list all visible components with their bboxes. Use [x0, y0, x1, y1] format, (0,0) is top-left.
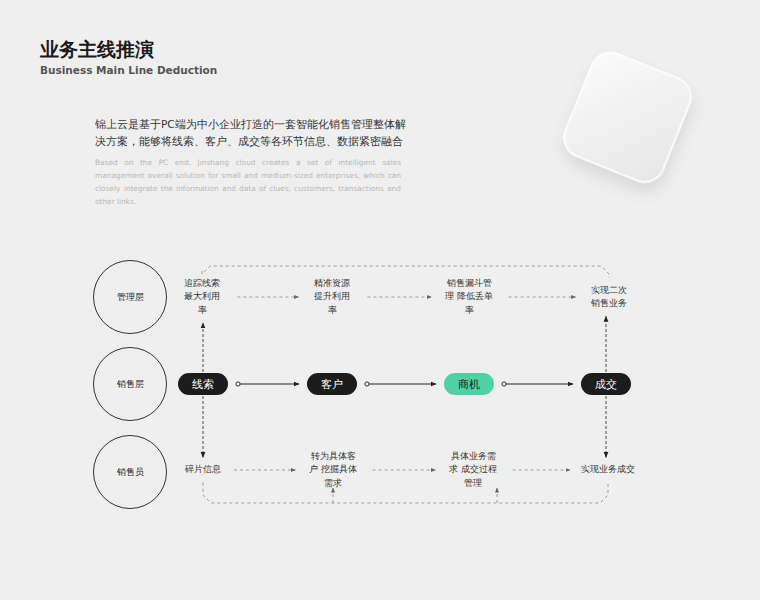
loop-connector — [202, 266, 609, 278]
subtitle: Business Main Line Deduction — [40, 64, 217, 78]
flow-arrow — [504, 384, 573, 385]
node-label: 销售员 — [117, 466, 144, 479]
task-text: 实现业务成交 — [578, 461, 638, 478]
node-text-group: 销售员 — [117, 466, 144, 479]
node-label: 线索 — [192, 377, 214, 392]
node-label: 具体业务需求 成交过程管理 — [446, 450, 499, 490]
dashed-arrow — [234, 470, 295, 471]
stage-pill: 成交 — [581, 373, 631, 395]
node-text-group: 实现二次销售业务 — [587, 284, 632, 311]
task-text: 碎片信息 — [182, 461, 224, 478]
dashed-arrow — [509, 297, 576, 298]
loop-ticks — [333, 488, 497, 503]
node-text-group: 客户 — [321, 377, 343, 392]
node-label: 实现业务成交 — [581, 463, 635, 476]
node-label: 碎片信息 — [185, 463, 221, 476]
node-text-group: 线索 — [192, 377, 214, 392]
intro-text: 锦上云是基于PC端为中小企业打造的一套智能化销售管理整体解决方案，能够将线索、客… — [95, 116, 411, 151]
page-title: 业务主线推演 — [40, 37, 154, 63]
dashed-arrow — [203, 396, 204, 457]
node-text-group: 销售层 — [117, 378, 144, 391]
node-label: 客户 — [321, 377, 343, 392]
node-label: 转为具体客户 挖掘具体需求 — [306, 450, 359, 490]
node-text-group: 实现业务成交 — [581, 463, 635, 476]
loop-tick-arrow — [497, 488, 498, 503]
node-label: 销售层 — [117, 378, 144, 391]
goal-text: 销售漏斗管理 降低丢单率 — [439, 275, 498, 319]
flow-arrow — [238, 384, 299, 385]
node-label: 销售漏斗管理 降低丢单率 — [442, 277, 495, 317]
goal-text: 追踪线索 最大利用率 — [177, 275, 228, 319]
node-text-group: 转为具体客户 挖掘具体需求 — [306, 450, 359, 490]
goal-text: 实现二次销售业务 — [584, 282, 635, 313]
dashed-arrow — [203, 323, 204, 372]
stage-pill-highlight: 商机 — [444, 373, 494, 395]
decor-card — [530, 22, 720, 222]
node-label: 成交 — [595, 377, 617, 392]
loop-tick-arrow — [333, 488, 334, 503]
task-text: 具体业务需求 成交过程管理 — [443, 448, 502, 492]
stage-pill: 线索 — [178, 373, 228, 395]
node-text-group: 管理层 — [117, 291, 144, 304]
dashed-arrow — [513, 470, 570, 471]
dashed-arrow — [606, 316, 607, 372]
node-text-group: 碎片信息 — [185, 463, 221, 476]
node-text-group: 追踪线索 最大利用率 — [180, 277, 225, 317]
dashed-arrow — [237, 297, 298, 298]
layer-circle: 销售员 — [93, 435, 167, 509]
stage-pill: 客户 — [307, 373, 357, 395]
loop-connector — [203, 483, 608, 503]
node-label: 追踪线索 最大利用率 — [180, 277, 225, 317]
node-text-group: 销售漏斗管理 降低丢单率 — [442, 277, 495, 317]
layer-circle: 管理层 — [93, 260, 167, 334]
decor-card-shape — [558, 47, 697, 188]
node-label: 实现二次销售业务 — [587, 284, 632, 311]
node-text-group: 商机 — [458, 377, 480, 392]
node-text-group: 成交 — [595, 377, 617, 392]
task-text: 转为具体客户 挖掘具体需求 — [303, 448, 362, 492]
goal-text: 精准资源 提升利用率 — [307, 275, 358, 319]
intro-english: Based on the PC end, Jinshang cloud crea… — [95, 157, 401, 209]
flow-arrow — [367, 384, 436, 385]
dashed-arrow — [367, 297, 431, 298]
node-label: 管理层 — [117, 291, 144, 304]
node-text-group: 具体业务需求 成交过程管理 — [446, 450, 499, 490]
dashed-arrow — [606, 396, 607, 457]
dashed-arrow — [373, 470, 436, 471]
layer-circle: 销售层 — [93, 347, 167, 421]
node-label: 精准资源 提升利用率 — [310, 277, 355, 317]
node-text-group: 精准资源 提升利用率 — [310, 277, 355, 317]
node-label: 商机 — [458, 377, 480, 392]
